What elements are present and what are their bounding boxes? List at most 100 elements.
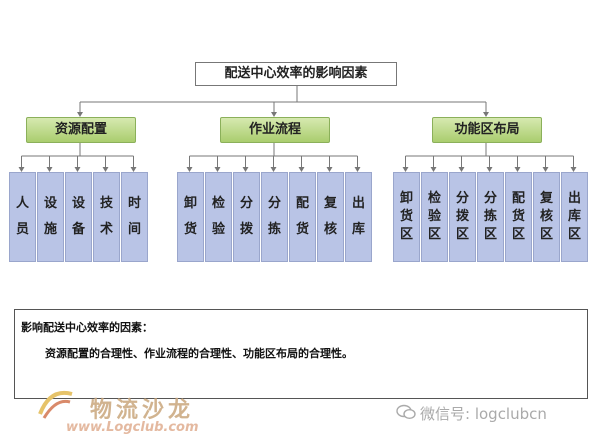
leaf-arrow [514, 167, 521, 172]
leaf-node: 技术 [93, 172, 120, 262]
note-title: 影响配送中心效率的因素： [21, 321, 153, 334]
leaf-arrow [102, 167, 109, 172]
leaf-node: 复核 [317, 172, 344, 262]
leaf-char: 技 [99, 196, 113, 211]
leaf-node: 复核区 [533, 172, 560, 262]
leaf-char: 核 [539, 209, 553, 224]
leaf-arrow [242, 167, 249, 172]
category-layout: 功能区布局 [432, 117, 542, 143]
leaf-node: 分拨 [233, 172, 260, 262]
note-box: 影响配送中心效率的因素： 资源配置的合理性、作业流程的合理性、功能区布局的合理性… [14, 309, 588, 399]
leaf-char: 货 [183, 222, 197, 237]
leaf-arrow [270, 167, 277, 172]
leaf-char: 货 [295, 222, 309, 237]
leaf-char: 拣 [483, 209, 497, 224]
leaf-node: 分拨区 [449, 172, 476, 262]
leaf-char: 分 [455, 191, 469, 206]
leaf-node: 设施 [37, 172, 64, 262]
leaf-char: 员 [15, 222, 29, 237]
leaf-node: 时间 [121, 172, 148, 262]
leaf-char: 间 [127, 222, 141, 237]
leaf-char: 卸 [399, 191, 413, 206]
leaf-node: 卸货区 [393, 172, 420, 262]
leaf-arrow [326, 167, 333, 172]
leaf-char: 拨 [239, 222, 253, 237]
leaf-char: 货 [399, 209, 413, 224]
leaf-char: 区 [567, 227, 581, 242]
watermark-url: www.Logclub.com [66, 420, 199, 435]
leaf-char: 区 [511, 227, 525, 242]
category-arrow [77, 112, 83, 117]
leaf-arrow [18, 167, 25, 172]
leaf-char: 检 [427, 191, 441, 206]
leaf-char: 施 [43, 222, 57, 237]
leaf-char: 拣 [267, 222, 281, 237]
root-node: 配送中心效率的影响因素 [195, 62, 397, 86]
leaf-char: 备 [71, 222, 85, 237]
leaf-arrow [542, 167, 549, 172]
leaf-char: 核 [323, 222, 337, 237]
leaf-arrow [186, 167, 193, 172]
category-workflow: 作业流程 [220, 117, 330, 143]
leaf-char: 区 [539, 227, 553, 242]
leaf-char: 复 [539, 191, 553, 206]
category-resource-config: 资源配置 [26, 117, 136, 143]
leaf-char: 拨 [455, 209, 469, 224]
leaf-node: 分拣区 [477, 172, 504, 262]
leaf-node: 人员 [9, 172, 36, 262]
leaf-char: 区 [427, 227, 441, 242]
leaf-node: 检验 [205, 172, 232, 262]
leaf-char: 检 [211, 196, 225, 211]
leaf-node: 出库区 [561, 172, 588, 262]
leaf-arrow [354, 167, 361, 172]
leaf-node: 配货 [289, 172, 316, 262]
leaf-node: 配货区 [505, 172, 532, 262]
leaf-arrow [298, 167, 305, 172]
leaf-node: 检验区 [421, 172, 448, 262]
leaf-arrow [46, 167, 53, 172]
leaf-arrow [430, 167, 437, 172]
leaf-arrow [130, 167, 137, 172]
leaf-char: 分 [239, 196, 253, 211]
leaf-char: 货 [511, 209, 525, 224]
watermark-wechat: 微信号: logclubcn [420, 405, 547, 423]
leaf-node: 出库 [345, 172, 372, 262]
category-arrow [483, 112, 489, 117]
logclub-logo-icon [38, 391, 73, 419]
leaf-arrow [458, 167, 465, 172]
leaf-char: 术 [99, 222, 113, 237]
leaf-char: 时 [127, 196, 141, 211]
leaf-char: 出 [567, 191, 581, 206]
leaf-node: 卸货 [177, 172, 204, 262]
leaf-char: 卸 [183, 196, 197, 211]
category-arrow [271, 112, 277, 117]
leaf-char: 设 [71, 196, 85, 211]
leaf-arrow [74, 167, 81, 172]
leaf-char: 分 [483, 191, 497, 206]
leaf-char: 分 [267, 196, 281, 211]
leaf-char: 区 [455, 227, 469, 242]
note-body: 资源配置的合理性、作业流程的合理性、功能区布局的合理性。 [45, 347, 353, 360]
leaf-char: 验 [427, 209, 441, 224]
leaf-arrow [214, 167, 221, 172]
leaf-node: 分拣 [261, 172, 288, 262]
leaf-char: 验 [211, 222, 225, 237]
leaf-node: 设备 [65, 172, 92, 262]
leaf-char: 区 [483, 227, 497, 242]
leaf-char: 设 [43, 196, 57, 211]
leaf-arrow [486, 167, 493, 172]
leaf-char: 配 [511, 191, 525, 206]
leaf-char: 库 [567, 209, 581, 224]
leaf-arrow [402, 167, 409, 172]
leaf-char: 复 [323, 196, 337, 211]
leaf-arrow [570, 167, 577, 172]
leaf-char: 人 [15, 196, 29, 211]
watermark-name: 物流沙龙 [90, 397, 195, 423]
leaf-char: 区 [399, 227, 413, 242]
leaf-char: 配 [295, 196, 309, 211]
wechat-icon [396, 404, 416, 420]
leaf-char: 库 [351, 222, 365, 237]
leaf-char: 出 [351, 196, 365, 211]
